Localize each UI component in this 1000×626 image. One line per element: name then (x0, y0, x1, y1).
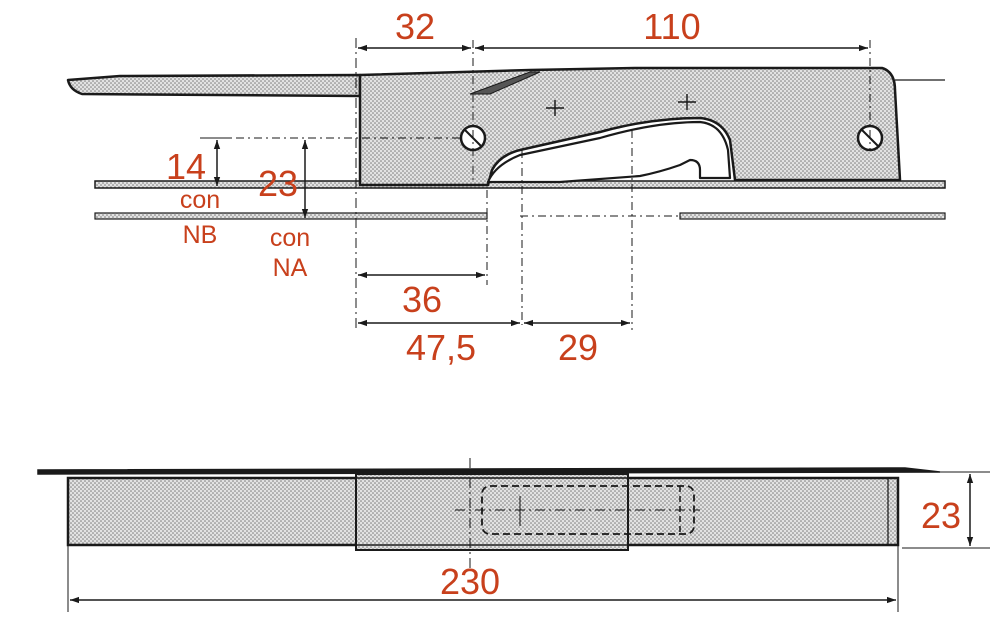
dim-label-na: NA (273, 254, 308, 282)
dim-label-110: 110 (643, 6, 700, 47)
dim-label-47-5: 47,5 (406, 327, 476, 368)
dim-label-con-na: con (270, 224, 310, 252)
frame-plate-lower (679, 212, 946, 220)
dim-label-14: 14 (166, 146, 206, 187)
plan-view: 230 23 (37, 458, 990, 612)
center-lines (200, 40, 871, 330)
dim-label-23-top: 23 (258, 163, 298, 204)
lever-wedge (469, 71, 541, 95)
dim-label-29: 29 (558, 327, 598, 368)
lever-arm (66, 73, 362, 98)
dim-label-con-nb: con (180, 186, 220, 214)
dim-label-230: 230 (440, 561, 500, 602)
keeper-hook (486, 120, 732, 184)
side-view: 32 110 14 con NB 23 con NA 36 47,5 29 (66, 6, 946, 368)
dim-label-nb: NB (183, 221, 218, 249)
dim-label-32: 32 (395, 6, 435, 47)
dim-label-23-bottom: 23 (921, 495, 961, 536)
door-plate-lower (94, 212, 488, 220)
dim-label-36: 36 (402, 279, 442, 320)
latch-body (358, 66, 902, 187)
rivet-marks (546, 94, 696, 116)
